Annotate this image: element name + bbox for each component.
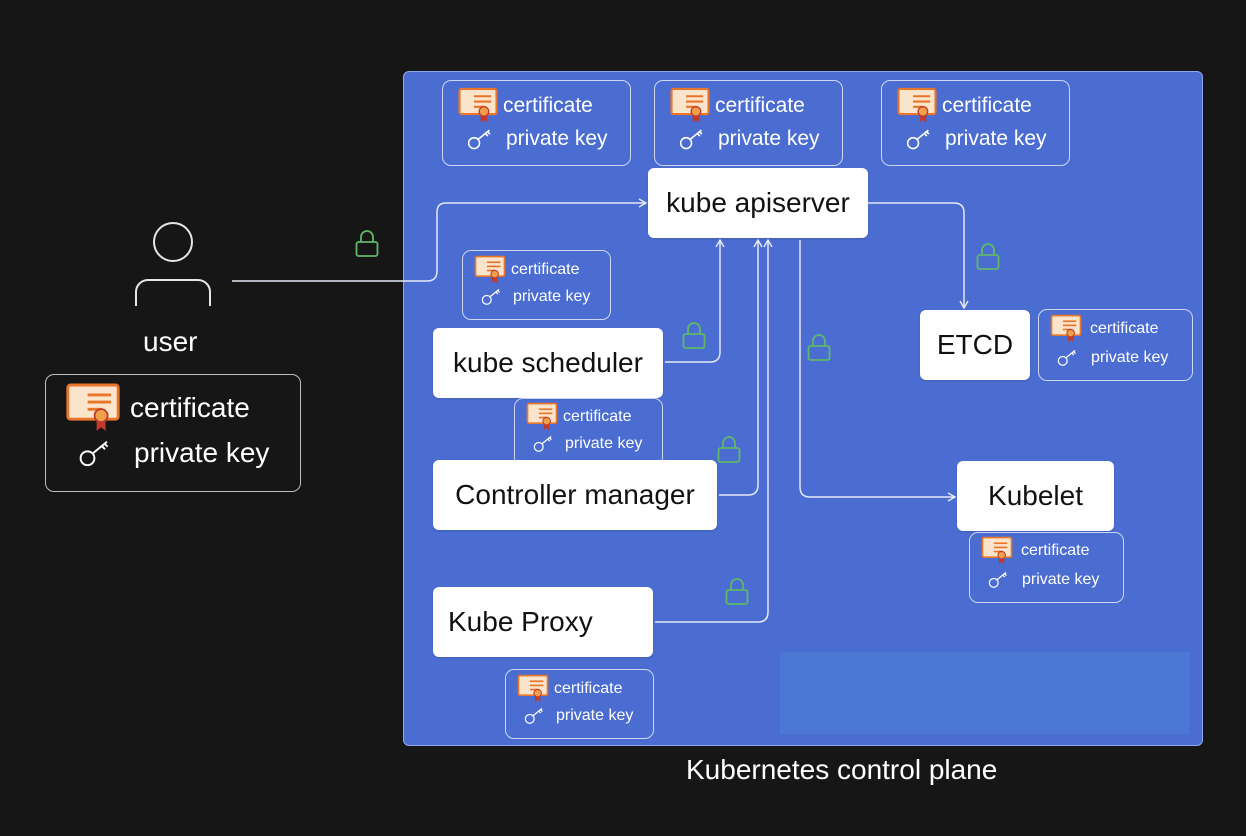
certificate-label: certificate (1021, 541, 1090, 559)
private-key-label: private key (718, 127, 820, 150)
kube-scheduler-node: kube scheduler (433, 328, 663, 398)
key-icon (533, 434, 554, 453)
edge-proxy-apiserver (655, 238, 773, 623)
lock-icon (682, 320, 706, 355)
kube-proxy-node: Kube Proxy (433, 587, 653, 657)
certificate-label: certificate (1090, 319, 1159, 337)
certificate-card: certificate private key (654, 80, 843, 166)
private-key-label: private key (565, 434, 643, 452)
edge-apiserver-etcd (868, 202, 969, 310)
key-icon (524, 706, 545, 725)
plane-highlight-region (780, 652, 1190, 734)
kube-apiserver-node: kube apiserver (648, 168, 868, 238)
kubelet-node: Kubelet (957, 461, 1114, 531)
lock-icon (717, 434, 741, 469)
key-icon (906, 127, 932, 151)
control-plane-label: Kubernetes control plane (686, 754, 998, 785)
etcd-node: ETCD (920, 310, 1030, 380)
certificate-icon (981, 536, 1013, 565)
certificate-icon (897, 87, 937, 124)
lock-icon (976, 241, 1000, 276)
certificate-icon (517, 674, 549, 703)
key-icon (679, 127, 705, 151)
private-key-label: private key (945, 127, 1047, 150)
user-credentials-card: certificate private key (45, 374, 301, 492)
kube-apiserver-label: kube apiserver (666, 187, 850, 218)
etcd-label: ETCD (936, 329, 1014, 360)
private-key-label: private key (1022, 570, 1100, 588)
certificate-icon (1050, 314, 1082, 343)
key-icon (1057, 348, 1078, 367)
edge-apiserver-kubelet (799, 240, 957, 502)
kube-proxy-label: Kube Proxy (448, 606, 593, 637)
key-icon (467, 127, 493, 151)
kubelet-label: Kubelet (988, 480, 1083, 511)
certificate-card: certificate private key (505, 669, 654, 739)
certificate-label: certificate (554, 679, 623, 697)
certificate-label: certificate (563, 407, 632, 425)
private-key-label: private key (556, 706, 634, 724)
key-icon (78, 438, 112, 468)
certificate-icon (526, 402, 558, 431)
certificate-card: certificate private key (514, 398, 663, 467)
certificate-card: certificate private key (462, 250, 611, 320)
certificate-icon (670, 87, 710, 124)
lock-icon (725, 576, 749, 611)
key-icon (988, 570, 1009, 589)
lock-icon (355, 228, 379, 263)
certificate-label: certificate (130, 391, 250, 423)
lock-icon (807, 332, 831, 367)
private-key-label: private key (1091, 348, 1169, 366)
certificate-card: certificate private key (969, 532, 1124, 603)
certificate-label: certificate (715, 93, 805, 117)
certificate-label: certificate (942, 93, 1032, 117)
certificate-card: certificate private key (442, 80, 631, 166)
certificate-label: certificate (503, 93, 593, 117)
user-icon (130, 220, 216, 315)
private-key-label: private key (506, 127, 608, 150)
controller-manager-label: Controller manager (455, 479, 695, 510)
private-key-label: private key (513, 287, 591, 305)
certificate-icon (66, 382, 120, 433)
kube-scheduler-label: kube scheduler (453, 347, 643, 378)
certificate-icon (474, 255, 506, 284)
private-key-label: private key (134, 437, 270, 468)
certificate-label: certificate (511, 260, 580, 278)
key-icon (481, 287, 502, 306)
certificate-card: certificate private key (881, 80, 1070, 166)
controller-manager-node: Controller manager (433, 460, 717, 530)
edge-scheduler-apiserver (665, 238, 725, 363)
certificate-card: certificate private key (1038, 309, 1193, 381)
certificate-icon (458, 87, 498, 124)
edge-controller-apiserver (719, 238, 763, 496)
user-label: user (143, 326, 198, 357)
edge-user-apiserver (232, 198, 648, 282)
